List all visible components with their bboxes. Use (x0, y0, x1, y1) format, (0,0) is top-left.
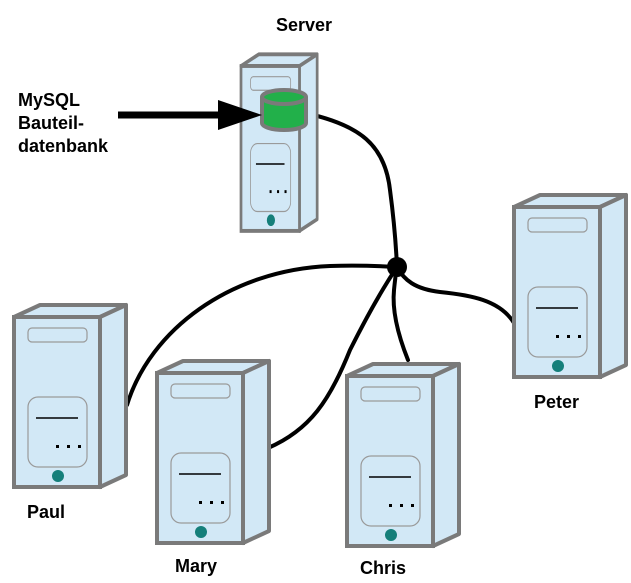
cable-paul (125, 263, 399, 407)
database-icon (260, 88, 308, 132)
database-label-line1: MySQL (18, 90, 80, 110)
server-label: Server (276, 15, 332, 35)
cable-server (303, 111, 399, 269)
client-tower-peter (512, 193, 628, 379)
client-tower-paul (12, 303, 128, 489)
cable-peter (395, 265, 516, 325)
cable-mary (266, 265, 399, 450)
client-label-paul: Paul (27, 502, 65, 522)
client-tower-chris (345, 362, 461, 548)
client-label-chris: Chris (360, 558, 406, 578)
database-label-line2: Bauteil- (18, 113, 84, 133)
server-tower (239, 52, 320, 233)
network-hub-node (387, 257, 407, 277)
client-label-mary: Mary (175, 556, 217, 576)
database-label-line3: datenbank (18, 136, 109, 156)
arrow-icon (118, 100, 262, 130)
client-tower-mary (155, 359, 271, 545)
client-label-peter: Peter (534, 392, 579, 412)
cables (125, 111, 516, 450)
